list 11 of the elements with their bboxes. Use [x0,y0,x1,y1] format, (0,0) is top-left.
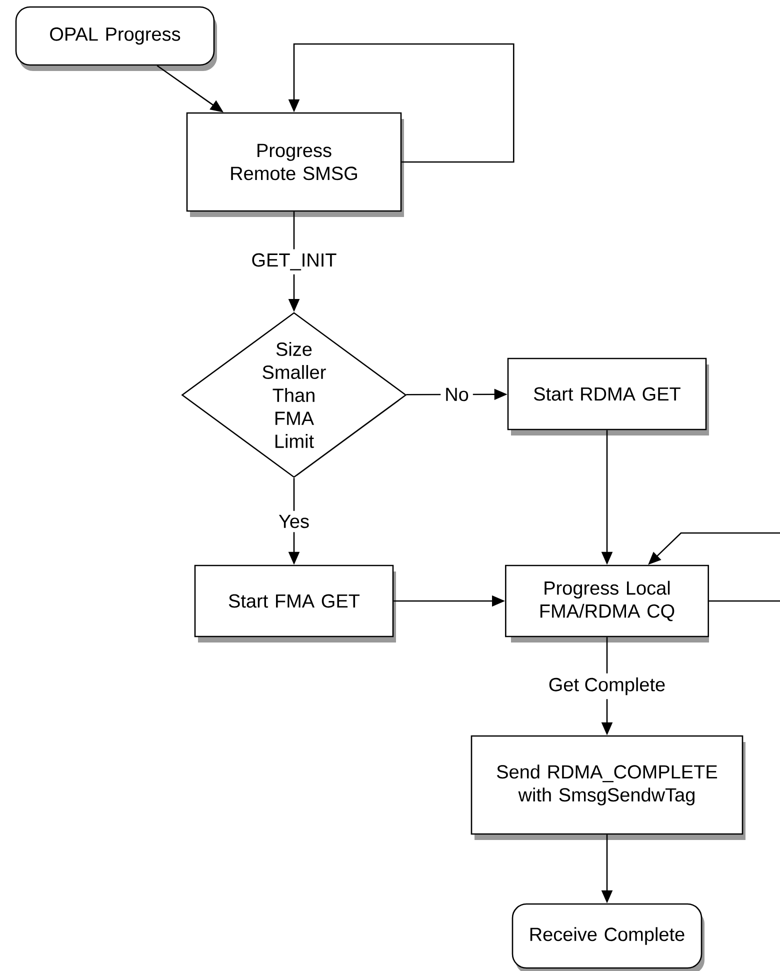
process-box: Start FMA GET [194,564,396,642]
edge-label: GET_INIT [247,249,341,274]
process-box: Start RDMA GET [507,358,709,436]
process-box: Progress Local FMA/RDMA CQ [505,564,709,642]
edge-label: No [440,384,473,406]
terminal-box: OPAL Progress [15,6,217,71]
edge-label: Yes [274,510,314,532]
edge-label: Get Complete [544,673,670,700]
process-box: Send RDMA_COMPLETE with SmsgSendwTag [470,735,746,840]
terminal-box: Receive Complete [512,903,704,971]
process-box: Progress Remote SMSG [186,112,404,217]
